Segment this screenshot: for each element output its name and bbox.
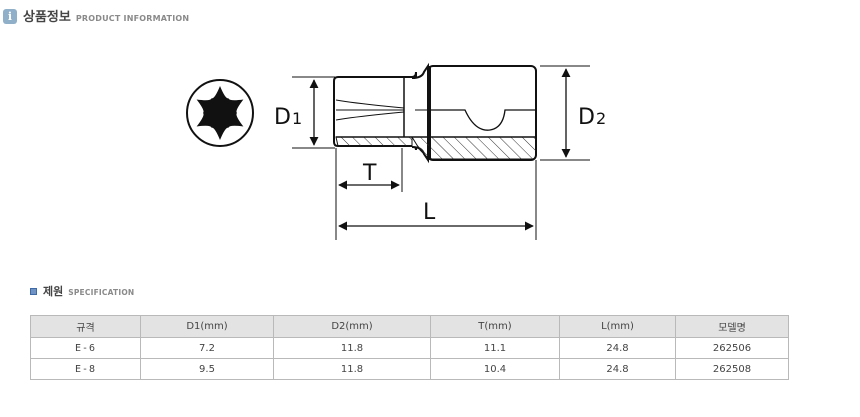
- d2-label: D2: [578, 105, 606, 130]
- product-info-title: 상품정보: [23, 10, 71, 25]
- cell-model: 262506: [675, 337, 789, 359]
- cell-model: 262508: [675, 358, 789, 380]
- d1-label: D1: [274, 105, 302, 130]
- cell-d1: 7.2: [140, 337, 274, 359]
- specification-title: 제원: [43, 285, 64, 298]
- table-header-row: 규격 D1(mm) D2(mm) T(mm) L(mm) 모델명: [30, 315, 789, 338]
- table-row: E-6 7.2 11.8 11.1 24.8 262506: [30, 337, 789, 359]
- cell-d1: 9.5: [140, 358, 274, 380]
- cell-d2: 11.8: [273, 337, 431, 359]
- product-info-header: i 상품정보 PRODUCT INFORMATION: [0, 6, 189, 26]
- socket-side-view: [333, 62, 537, 164]
- cell-t: 11.1: [430, 337, 560, 359]
- column-header-model: 모델명: [675, 315, 789, 338]
- cell-d2: 11.8: [273, 358, 431, 380]
- column-header-size: 규격: [30, 315, 141, 338]
- column-header-d1: D1(mm): [140, 315, 274, 338]
- t-dimension: T: [335, 148, 403, 240]
- cell-l: 24.8: [559, 337, 676, 359]
- specification-table: 규격 D1(mm) D2(mm) T(mm) L(mm) 모델명 E-6 7.2…: [30, 315, 789, 380]
- socket-technical-drawing: D1 D2 T L: [186, 62, 606, 240]
- cell-size: E-8: [30, 358, 141, 380]
- table-row: E-8 9.5 11.8 10.4 24.8 262508: [30, 358, 789, 380]
- cell-l: 24.8: [559, 358, 676, 380]
- info-icon: i: [3, 8, 17, 24]
- l-dimension: L: [338, 160, 537, 240]
- l-label: L: [423, 200, 436, 225]
- d1-dimension: D1: [274, 76, 335, 149]
- column-header-t: T(mm): [430, 315, 560, 338]
- specification-header: 제원 SPECIFICATION: [30, 283, 134, 299]
- t-label: T: [362, 161, 377, 186]
- cell-size: E-6: [30, 337, 141, 359]
- square-bullet-icon: [30, 287, 37, 295]
- specification-subtitle: SPECIFICATION: [68, 288, 135, 297]
- d2-dimension: D2: [540, 65, 606, 161]
- torx-profile-icon: [186, 79, 254, 147]
- column-header-d2: D2(mm): [273, 315, 431, 338]
- product-info-subtitle: PRODUCT INFORMATION: [75, 14, 190, 23]
- cell-t: 10.4: [430, 358, 560, 380]
- column-header-l: L(mm): [559, 315, 676, 338]
